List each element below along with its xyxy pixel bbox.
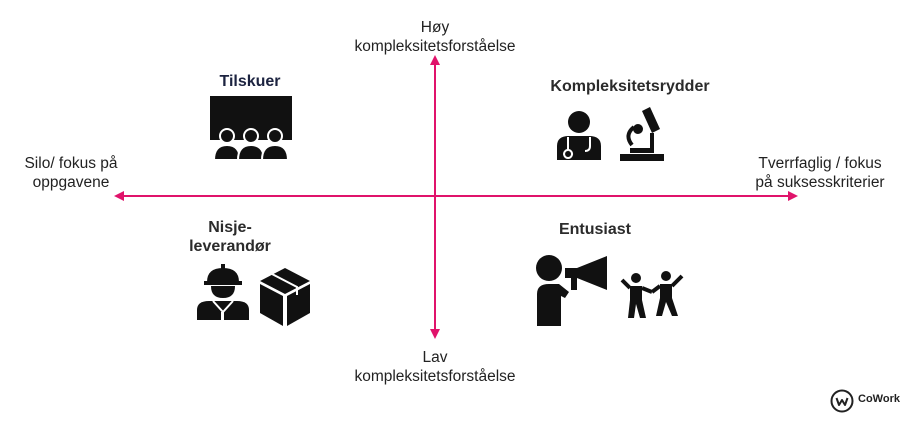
cowork-logo-text: CoWork [858,393,900,405]
quadrant-title-tilskuer: Tilskuer [219,73,281,90]
microscope-icon [620,107,664,161]
doctor-icon [557,111,601,160]
quadrant-title-kompleksitetsrydder: Kompleksitetsrydder [550,78,710,95]
quadrant-title-entusiast: Entusiast [558,221,631,238]
cowork-logo-icon [830,389,854,413]
axis-label-top: Høy kompleksitetsforståelse [354,19,516,55]
axis-label-right: Tverrfaglig / fokus på suksesskriterier [755,155,885,191]
audience-icon [210,96,292,160]
axis-label-bottom: Lav kompleksitetsforståelse [354,349,516,385]
dancing-people-icon [620,271,684,318]
box-icon [260,268,310,326]
megaphone-person-icon [536,255,607,326]
axis-label-left: Silo/ fokus på oppgavene [24,155,118,191]
quadrant-title-nisjeleverandor: Nisje- leverandør [189,219,271,255]
cowork-logo: CoWork [828,388,902,414]
worker-icon [197,264,249,320]
